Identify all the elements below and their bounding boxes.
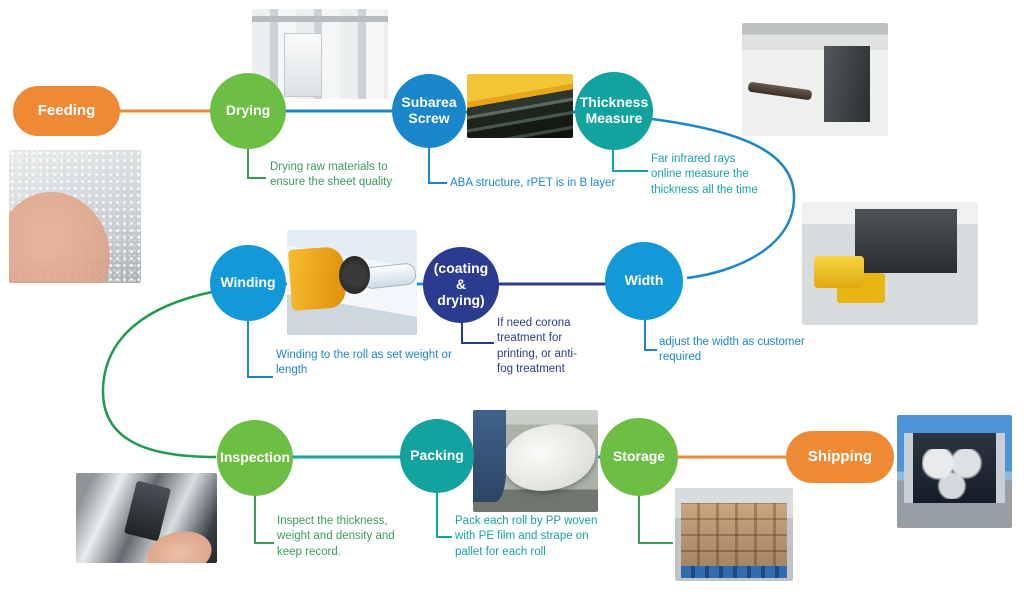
callout-line-drying xyxy=(247,148,266,179)
node-inspection: Inspection xyxy=(217,420,293,496)
node-shipping: Shipping xyxy=(786,431,894,483)
callout-line-subarea xyxy=(428,148,447,184)
photo-sheet-extrusion-line xyxy=(467,74,573,138)
photo-extruder-machine xyxy=(802,202,978,325)
node-winding-label: Winding xyxy=(220,274,276,291)
node-subarea-screw-label: Subarea Screw xyxy=(401,94,457,126)
photo-winding-roll xyxy=(287,230,417,335)
photo-container-loading xyxy=(897,415,1012,528)
note-thickness-measure: Far infrared rays online measure the thi… xyxy=(651,153,758,196)
connector-thickness-width-curve xyxy=(651,117,796,280)
note-inspection: Inspect the thickness, weight and densit… xyxy=(277,515,395,558)
node-coating-drying-label: (coating & drying) xyxy=(433,260,489,308)
connector-winding-inspection-curve xyxy=(101,290,217,459)
node-packing-label: Packing xyxy=(410,447,464,464)
node-width-label: Width xyxy=(624,272,664,289)
node-packing: Packing xyxy=(400,419,474,493)
callout-line-width xyxy=(644,320,657,351)
photo-thickness-gauge xyxy=(742,23,888,136)
photo-caliper-inspection xyxy=(76,473,217,563)
photo-pallet-storage xyxy=(675,488,793,581)
note-width: adjust the width as customer required xyxy=(659,336,805,364)
node-thickness-measure-label: Thickness Measure xyxy=(579,94,649,126)
photo-roll-packing xyxy=(473,410,598,512)
node-drying: Drying xyxy=(210,73,286,149)
node-subarea-screw: Subarea Screw xyxy=(392,74,466,148)
node-coating-drying: (coating & drying) xyxy=(423,247,499,323)
node-drying-label: Drying xyxy=(225,102,271,119)
callout-line-winding xyxy=(247,321,273,378)
node-feeding: Feeding xyxy=(13,86,120,136)
callout-line-packing xyxy=(436,493,452,538)
node-feeding-label: Feeding xyxy=(37,101,96,119)
note-coating-drying: If need corona treatment for printing, o… xyxy=(497,317,577,376)
note-packing: Pack each roll by PP woven with PE film … xyxy=(455,515,598,558)
node-shipping-label: Shipping xyxy=(807,447,873,465)
photo-raw-material-flakes xyxy=(9,150,141,283)
callout-line-inspection xyxy=(254,496,274,544)
node-storage-label: Storage xyxy=(612,448,666,465)
node-thickness-measure: Thickness Measure xyxy=(575,72,653,150)
callout-line-storage xyxy=(638,496,673,544)
node-winding: Winding xyxy=(210,245,286,321)
node-width: Width xyxy=(605,242,683,320)
note-drying: Drying raw materials to ensure the sheet… xyxy=(270,161,393,189)
photo-winding-roll-core xyxy=(361,261,417,290)
node-storage: Storage xyxy=(600,418,678,496)
note-subarea-screw: ABA structure, rPET is in B layer xyxy=(450,177,616,189)
node-inspection-label: Inspection xyxy=(219,449,290,466)
callout-line-coating xyxy=(461,323,494,344)
note-winding: Winding to the roll as set weight or len… xyxy=(276,349,452,377)
callout-line-thickness xyxy=(612,149,648,172)
